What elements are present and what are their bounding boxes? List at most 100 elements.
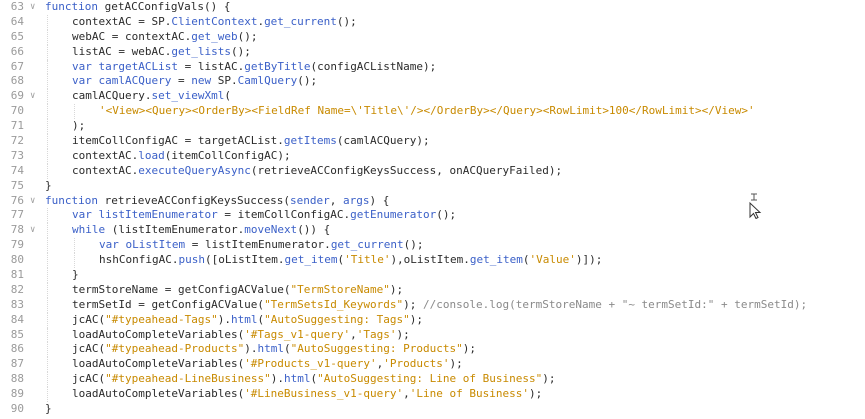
code-token: html	[230, 312, 258, 326]
code-line[interactable]: 63∨function getACConfigVals() {	[0, 0, 865, 15]
code-line[interactable]: 66 listAC = webAC.get_lists();	[0, 44, 865, 60]
code-token: camlACQuery.	[72, 89, 152, 103]
indent-guide	[47, 134, 48, 149]
indent-guide	[47, 59, 48, 75]
code-token: get_lists	[171, 44, 231, 58]
code-line[interactable]: 78∨while (listItemEnumerator.moveNext())…	[0, 223, 865, 239]
line-number: 78	[10, 223, 24, 237]
code-token: (camlACQuery);	[336, 134, 430, 148]
code-token: get_item	[469, 253, 523, 267]
indent-guide	[47, 74, 48, 90]
code-token: ,	[403, 387, 410, 401]
fold-toggle-icon[interactable]: ∨	[30, 225, 36, 236]
code-text: jcAC("#typeahead-LineBusiness").html("Au…	[72, 372, 556, 387]
code-token: );	[462, 342, 477, 356]
code-token: '#Tags_v1-query'	[244, 327, 351, 341]
code-token: camlACQuery	[98, 74, 172, 88]
code-token: load	[138, 148, 165, 162]
code-token: (listItemEnumerator.	[111, 223, 245, 237]
code-line[interactable]: 69∨camlACQuery.set_viewXml(	[0, 89, 865, 105]
code-token: var	[99, 238, 126, 252]
code-text: function retrieveACConfigKeysSuccess(sen…	[45, 194, 389, 209]
code-text: function getACConfigVals() {	[45, 0, 230, 15]
indent-guide	[47, 282, 48, 298]
code-token: CamlQuery	[237, 74, 298, 88]
indent-guide	[74, 104, 75, 120]
code-line[interactable]: 75}	[0, 179, 865, 194]
code-token: while	[72, 223, 112, 237]
line-number: 66	[10, 44, 24, 58]
mouse-cursor-icon	[749, 193, 762, 219]
code-token: (	[310, 372, 318, 386]
code-token: );	[409, 312, 424, 326]
line-number: 84	[10, 312, 24, 326]
code-text: '<View><Query><OrderBy><FieldRef Name=\'…	[99, 104, 755, 119]
code-token: ();	[230, 44, 251, 58]
line-number: 82	[10, 282, 24, 296]
indent-guide	[47, 104, 48, 120]
code-token: html	[257, 342, 284, 356]
code-line[interactable]: 71);	[0, 119, 865, 135]
code-line[interactable]: 90}	[0, 402, 865, 417]
code-token: (	[283, 342, 291, 356]
code-token: var	[72, 208, 99, 222]
line-number: 86	[10, 342, 24, 356]
code-line[interactable]: 70'<View><Query><OrderBy><FieldRef Name=…	[0, 104, 865, 120]
fold-toggle-icon[interactable]: ∨	[30, 195, 36, 206]
code-token: getByTitle	[244, 59, 311, 73]
line-number: 88	[10, 372, 24, 386]
code-text: var targetACList = listAC.getByTitle(con…	[72, 60, 436, 75]
line-number: 72	[10, 134, 24, 148]
code-token: ClientContext	[171, 14, 258, 28]
code-token: (itemCollConfigAC);	[164, 148, 291, 162]
code-token: contextAC.	[72, 148, 139, 162]
code-text: }	[45, 179, 52, 194]
code-token: loadAutoCompleteVariables(	[72, 327, 245, 341]
indent-guide	[47, 268, 48, 283]
code-token: listAC = webAC.	[72, 44, 172, 58]
line-number: 79	[10, 238, 24, 252]
code-token: );	[528, 387, 543, 401]
indent-guide	[47, 163, 48, 179]
code-token: 'Title'	[344, 253, 391, 267]
line-number: 83	[10, 297, 24, 311]
line-number: 64	[10, 14, 24, 28]
code-token: jcAC(	[72, 312, 106, 326]
code-line[interactable]: 76∨function retrieveACConfigKeysSuccess(…	[0, 194, 865, 209]
fold-toggle-icon[interactable]: ∨	[30, 2, 36, 12]
code-token: "#typeahead-LineBusiness"	[105, 372, 271, 386]
code-line[interactable]: 81}	[0, 268, 865, 283]
code-token: (retrieveACConfigKeysSuccess, onACQueryF…	[250, 163, 563, 177]
fold-toggle-icon[interactable]: ∨	[30, 91, 36, 102]
code-token: termSetId = getConfigACValue(	[72, 297, 265, 311]
code-token: '#LineBusiness_v1-query'	[244, 387, 404, 401]
code-token: .	[257, 14, 265, 28]
code-token: "#typeahead-Products"	[105, 342, 245, 356]
code-token: args	[343, 193, 370, 207]
code-token: "AutoSuggesting: Tags"	[264, 312, 410, 326]
code-token: );	[72, 119, 86, 133]
code-token: ).	[217, 312, 231, 326]
code-token: oListItem	[125, 238, 186, 252]
code-text: contextAC.executeQueryAsync(retrieveACCo…	[72, 164, 562, 179]
line-number: 71	[10, 119, 24, 133]
